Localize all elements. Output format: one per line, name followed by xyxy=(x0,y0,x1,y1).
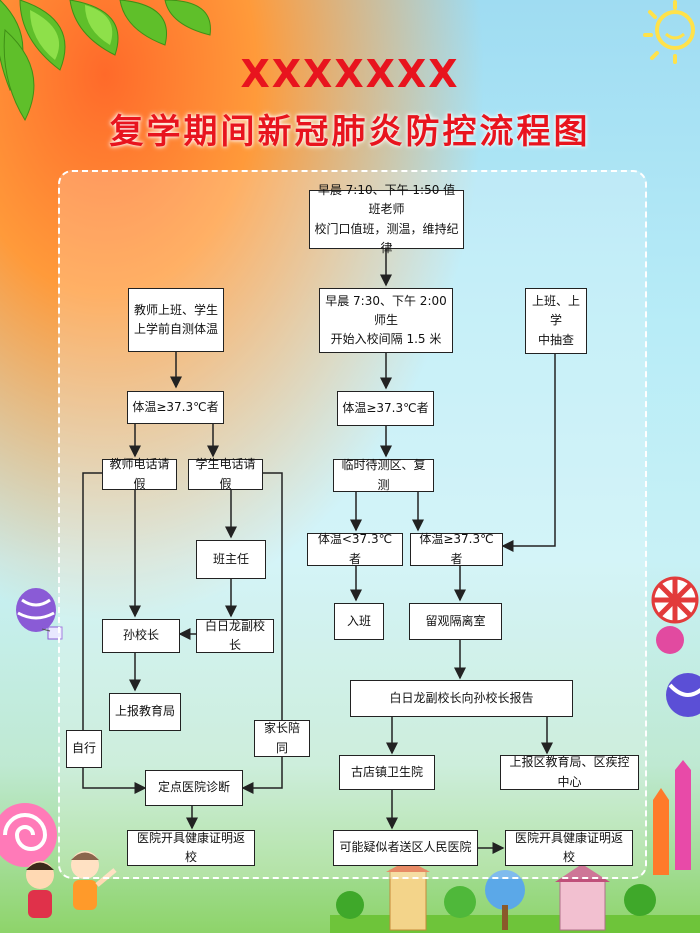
vice-principal-box: 白日龙副校长 xyxy=(196,619,274,653)
suspected-case-hospital-box: 可能疑似者送区人民医院 xyxy=(333,830,478,866)
spot-check-line1: 上班、上学 xyxy=(531,294,580,328)
sun-icon xyxy=(643,0,695,64)
candy-swirl-icon xyxy=(0,803,57,867)
hot-air-balloon-icon xyxy=(16,588,63,640)
teacher-leave-box: 教师电话请假 xyxy=(102,457,177,491)
self-check-line2: 上学前自测体温 xyxy=(133,322,218,336)
school-entry-line1: 早晨 7:30、下午 2:00 师生 xyxy=(325,293,447,327)
lollipop-icon xyxy=(651,576,700,717)
morning-duty-line2: 校门口值班，测温，维持纪律 xyxy=(314,221,459,255)
crayons-illustration xyxy=(653,760,691,875)
leaves-decoration xyxy=(0,0,211,122)
retest-area-box: 临时待测区、复测 xyxy=(333,458,434,492)
town-clinic-box: 古店镇卫生院 xyxy=(339,755,435,790)
self-check-line1: 教师上班、学生 xyxy=(133,302,218,317)
student-leave-box: 学生电话请假 xyxy=(188,457,263,491)
parent-accompany-box: 家长陪同 xyxy=(254,720,310,757)
health-certificate-right-box: 医院开具健康证明返校 xyxy=(505,830,633,866)
normal-temp-box: 体温<37.3℃者 xyxy=(307,532,403,566)
morning-duty-box: 早晨 7:10、下午 1:50 值班老师 校门口值班，测温，维持纪律 xyxy=(309,183,464,255)
page-title: 复学期间新冠肺炎防控流程图 xyxy=(109,112,591,152)
fever-right-box: 体温≥37.3℃者 xyxy=(410,532,503,566)
report-district-box: 上报区教育局、区疾控中心 xyxy=(500,755,639,790)
school-entry-box: 早晨 7:30、下午 2:00 师生 开始入校间隔 1.5 米 xyxy=(319,288,453,353)
designated-hospital-box: 定点医院诊断 xyxy=(145,770,243,806)
school-name-placeholder: XXXXXXX xyxy=(240,52,460,96)
health-certificate-left-box: 医院开具健康证明返校 xyxy=(127,830,255,866)
spot-check-line2: 中抽查 xyxy=(537,332,574,347)
house-trees-illustration xyxy=(330,860,700,933)
fever-left-box: 体温≥37.3℃者 xyxy=(127,391,224,424)
isolation-room-box: 留观隔离室 xyxy=(409,603,502,640)
self-temperature-check-box: 教师上班、学生 上学前自测体温 xyxy=(128,288,224,352)
school-entry-line2: 开始入校间隔 1.5 米 xyxy=(330,332,442,347)
class-teacher-box: 班主任 xyxy=(196,540,266,579)
attend-class-box: 入班 xyxy=(334,603,384,640)
morning-duty-line1: 早晨 7:10、下午 1:50 值班老师 xyxy=(317,183,456,217)
report-to-principal-box: 白日龙副校长向孙校长报告 xyxy=(350,680,573,717)
self-go-box: 自行 xyxy=(66,730,102,768)
children-illustration xyxy=(26,851,117,918)
principal-sun-box: 孙校长 xyxy=(102,619,180,653)
report-edu-bureau-box: 上报教育局 xyxy=(109,693,181,731)
spot-check-box: 上班、上学 中抽查 xyxy=(525,288,587,354)
fever-center-box: 体温≥37.3℃者 xyxy=(337,391,434,426)
